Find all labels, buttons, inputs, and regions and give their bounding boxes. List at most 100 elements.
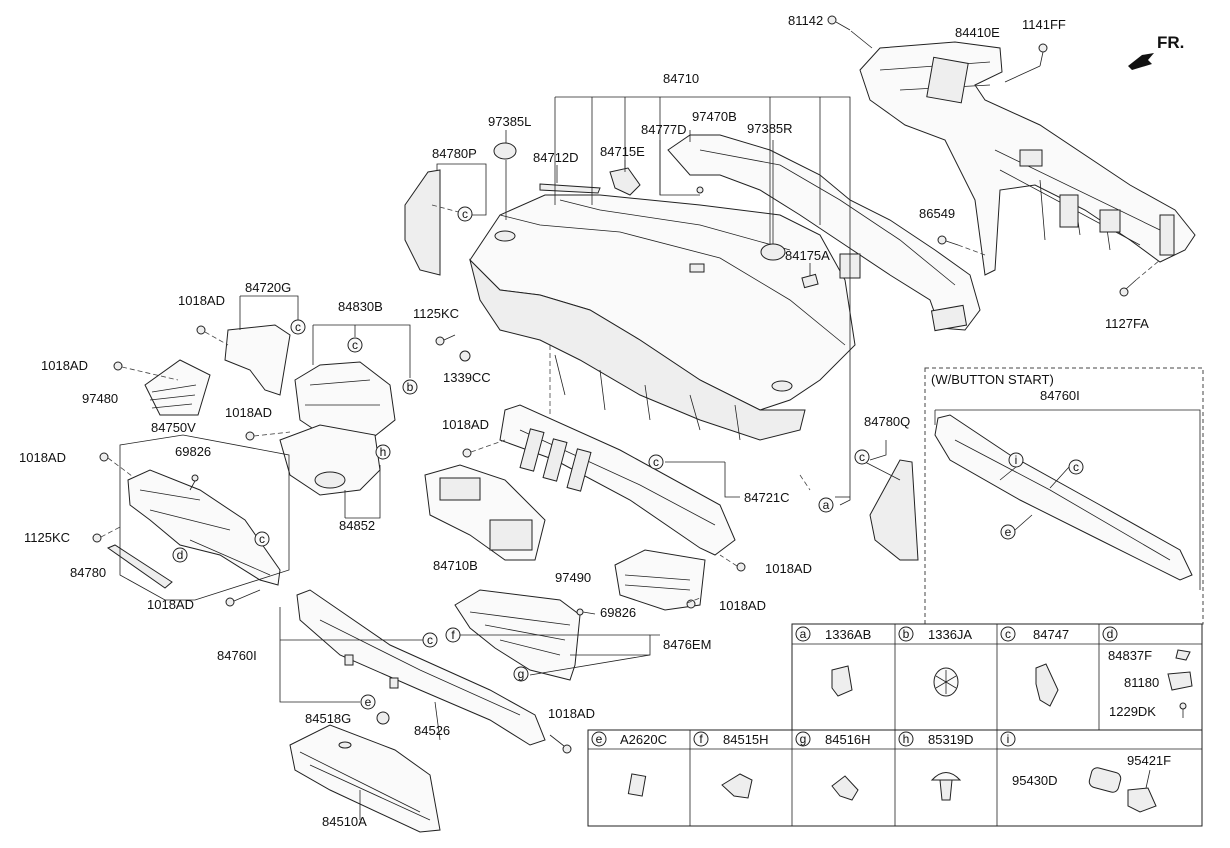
pad-84175A xyxy=(801,273,819,289)
label-69826-a: 69826 xyxy=(175,444,211,459)
svg-text:d: d xyxy=(177,548,184,562)
label-1127FA: 1127FA xyxy=(1105,316,1149,331)
cowl-cross-bar xyxy=(859,41,1196,276)
bolt-1018AD-h xyxy=(686,597,701,609)
svg-text:84515H: 84515H xyxy=(723,732,769,747)
svg-text:1229DK: 1229DK xyxy=(1109,704,1156,719)
callout-c-84780Q: c xyxy=(854,449,870,465)
label-84710: 84710 xyxy=(663,71,699,86)
bolt-81142 xyxy=(827,15,873,49)
trim-84720G xyxy=(224,324,291,396)
label-84712D: 84712D xyxy=(533,150,579,165)
callout-c-84721C: c xyxy=(648,454,664,470)
label-69826-b: 69826 xyxy=(600,605,636,620)
bolt-1127FA xyxy=(1119,259,1161,297)
legend-cell-b: b 1336JA xyxy=(898,626,972,697)
bolt-1018AD-d xyxy=(99,452,133,477)
label-1018AD-i: 1018AD xyxy=(548,706,595,721)
label-97385L: 97385L xyxy=(488,114,531,129)
center-vent-84710B xyxy=(424,464,546,561)
svg-text:c: c xyxy=(295,320,301,334)
bolt-1125KC-upper xyxy=(435,334,456,346)
label-84175A: 84175A xyxy=(785,248,830,263)
label-1125KC-b: 1125KC xyxy=(24,530,70,545)
svg-text:84837F: 84837F xyxy=(1108,648,1152,663)
svg-text:95421F: 95421F xyxy=(1127,753,1171,768)
svg-text:c: c xyxy=(427,633,433,647)
svg-text:A2620C: A2620C xyxy=(620,732,667,747)
svg-text:85319D: 85319D xyxy=(928,732,974,747)
front-label: FR. xyxy=(1157,33,1184,52)
bolt-1018AD-c xyxy=(245,431,291,441)
svg-text:c: c xyxy=(352,338,358,352)
svg-text:c: c xyxy=(859,450,865,464)
section-part-label: 84760I xyxy=(1040,388,1080,403)
side-cover-right-84780Q xyxy=(869,459,919,561)
label-84780P: 84780P xyxy=(432,146,477,161)
label-84715E: 84715E xyxy=(600,144,645,159)
label-97480: 97480 xyxy=(82,391,118,406)
legend-cell-a: a 1336AB xyxy=(795,626,871,697)
label-84510A: 84510A xyxy=(322,814,367,829)
svg-text:b: b xyxy=(903,627,910,641)
air-duct xyxy=(667,134,981,332)
svg-text:84516H: 84516H xyxy=(825,732,871,747)
callout-d: d xyxy=(172,547,188,563)
bolt-1018AD-f xyxy=(462,439,506,458)
svg-text:g: g xyxy=(800,732,807,746)
label-86549: 86549 xyxy=(919,206,955,221)
svg-text:g: g xyxy=(518,667,525,681)
svg-text:c: c xyxy=(1005,627,1011,641)
nut-1339CC xyxy=(459,350,471,362)
bolt-1018AD-b xyxy=(113,361,179,381)
section-callout-i: i xyxy=(1008,452,1024,468)
svg-text:e: e xyxy=(596,732,603,746)
label-1018AD-b: 1018AD xyxy=(41,358,88,373)
legend-table: a 1336AB b 1336JA c 84747 d 84837F 81180… xyxy=(587,623,1203,827)
glovebox-84510A xyxy=(289,724,441,833)
svg-text:e: e xyxy=(1005,525,1012,539)
svg-text:1336AB: 1336AB xyxy=(825,627,871,642)
bolt-69826-a xyxy=(189,474,199,491)
strip-84780 xyxy=(106,544,173,589)
callout-c-84720G: c xyxy=(290,319,306,335)
leader-lines xyxy=(239,96,901,820)
section-callout-e: e xyxy=(1000,524,1016,540)
legend-cell-e: e A2620C xyxy=(591,731,667,797)
bracket-84715E xyxy=(609,167,641,196)
legend-cell-g: g 84516H xyxy=(795,731,871,801)
front-direction-indicator: FR. xyxy=(1128,33,1184,70)
button-start-section: (W/BUTTON START) 84760I i c e xyxy=(924,367,1204,625)
label-1018AD-h: 1018AD xyxy=(719,598,766,613)
callout-c-84760I: c xyxy=(422,632,438,648)
label-1339CC: 1339CC xyxy=(443,370,491,385)
label-84720G: 84720G xyxy=(245,280,291,295)
label-84760I: 84760I xyxy=(217,648,257,663)
bolt-69826-b xyxy=(576,608,596,616)
legend-cell-f: f 84515H xyxy=(693,731,769,799)
crash-pad-main xyxy=(469,194,856,441)
air-vent-97480 xyxy=(144,359,211,416)
section-callout-c: c xyxy=(1068,459,1084,475)
bolt-1018AD-e xyxy=(225,589,261,607)
legend-cell-i: i 95421F 95430D xyxy=(1000,731,1171,813)
svg-text:f: f xyxy=(451,628,455,642)
cluster-hood-84830B xyxy=(294,361,396,441)
svg-text:1336JA: 1336JA xyxy=(928,627,972,642)
steering-lower-cover-84852 xyxy=(279,424,381,496)
callout-c-84830B: c xyxy=(347,337,363,353)
label-84830B: 84830B xyxy=(338,299,383,314)
svg-text:f: f xyxy=(699,732,703,746)
callout-g: g xyxy=(513,666,529,682)
label-1018AD-g: 1018AD xyxy=(765,561,812,576)
svg-text:c: c xyxy=(259,532,265,546)
svg-text:d: d xyxy=(1107,627,1114,641)
svg-text:h: h xyxy=(380,445,387,459)
svg-text:c: c xyxy=(1073,460,1079,474)
svg-text:81180: 81180 xyxy=(1124,675,1159,690)
bumper-84518G xyxy=(376,711,390,725)
svg-text:c: c xyxy=(462,207,468,221)
label-84518G: 84518G xyxy=(305,711,351,726)
svg-text:h: h xyxy=(903,732,910,746)
